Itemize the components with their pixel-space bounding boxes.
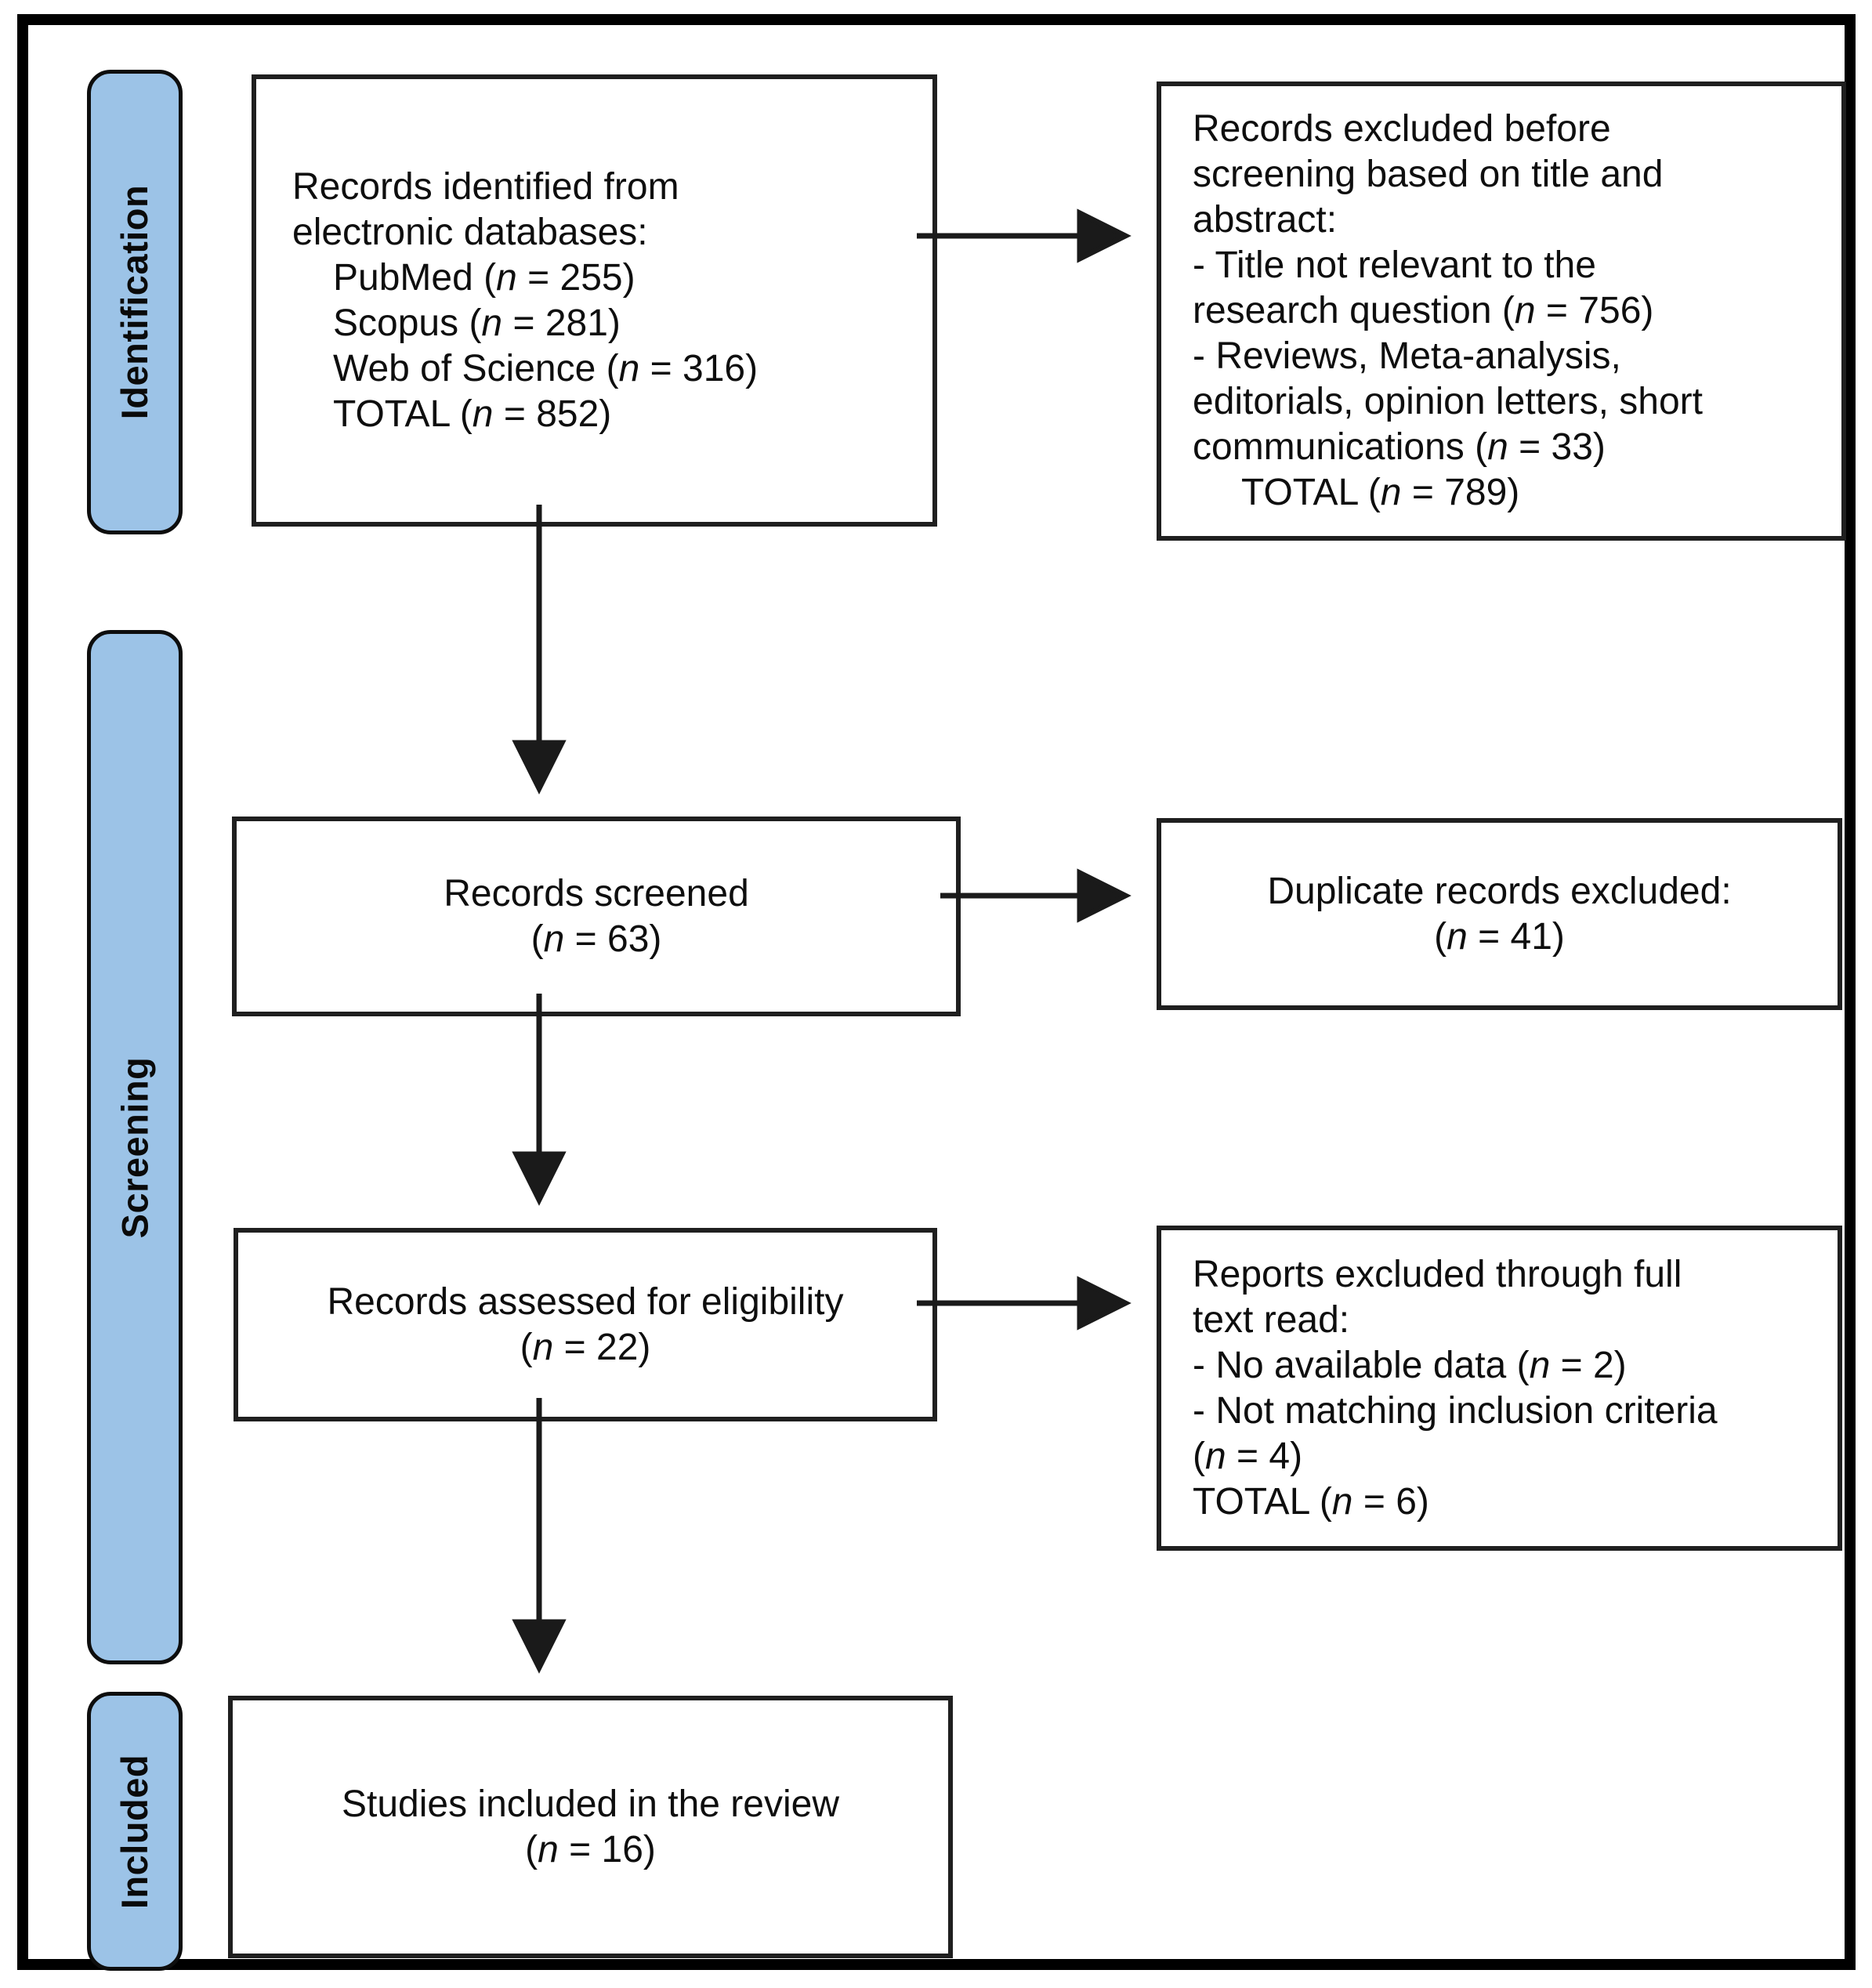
box-line: TOTAL (n = 6) <box>1193 1480 1429 1523</box>
box-line: editorials, opinion letters, short <box>1193 381 1703 422</box>
box-line: communications (n = 33) <box>1193 426 1606 468</box>
box-line: - Title not relevant to the <box>1193 244 1596 286</box>
box-assessed-eligibility: Records assessed for eligibility (n = 22… <box>234 1228 937 1421</box>
box-line: electronic databases: <box>292 211 648 253</box>
box-duplicates-excluded: Duplicate records excluded: (n = 41) <box>1157 818 1842 1010</box>
box-line: Reports excluded through full <box>1193 1253 1682 1295</box>
box-line: research question (n = 756) <box>1193 290 1654 331</box>
box-line: PubMed (n = 255) <box>333 256 635 299</box>
box-line: text read: <box>1193 1298 1350 1341</box>
stage-screening-label: Screening <box>114 1056 156 1238</box>
stage-included-label: Included <box>114 1754 156 1909</box>
stage-included: Included <box>87 1692 183 1971</box>
box-line: Studies included in the review <box>341 1783 840 1825</box>
box-line: screening based on title and <box>1193 154 1664 195</box>
stage-identification: Identification <box>87 70 183 534</box>
diagram-frame: Identification Screening Included Record… <box>17 14 1856 1971</box>
box-line: Records excluded before <box>1193 108 1611 150</box>
box-line: Records identified from <box>292 165 679 208</box>
box-line: Records screened <box>444 872 749 914</box>
box-excluded-before-screening: Records excluded before screening based … <box>1157 81 1846 541</box>
box-line: abstract: <box>1193 199 1338 241</box>
box-line: - No available data (n = 2) <box>1193 1344 1627 1386</box>
box-line: (n = 63) <box>530 918 662 960</box>
box-line: Scopus (n = 281) <box>333 302 621 344</box>
box-records-identified: Records identified from electronic datab… <box>252 74 937 527</box>
box-records-screened: Records screened (n = 63) <box>232 817 961 1016</box>
box-line: TOTAL (n = 852) <box>333 393 612 435</box>
box-line: TOTAL (n = 789) <box>1241 472 1520 513</box>
box-line: (n = 22) <box>520 1326 651 1368</box>
stage-identification-label: Identification <box>114 184 156 420</box>
box-line: Web of Science (n = 316) <box>333 347 759 389</box>
stage-screening: Screening <box>87 630 183 1664</box>
box-excluded-full-text: Reports excluded through full text read:… <box>1157 1226 1842 1551</box>
box-line: (n = 16) <box>525 1828 656 1870</box>
box-line: Records assessed for eligibility <box>327 1280 844 1323</box>
box-line: - Not matching inclusion criteria <box>1193 1389 1718 1432</box>
box-studies-included: Studies included in the review (n = 16) <box>228 1696 953 1958</box>
box-line: Duplicate records excluded: <box>1267 870 1732 912</box>
box-line: - Reviews, Meta-analysis, <box>1193 335 1621 377</box>
box-line: (n = 4) <box>1193 1435 1303 1477</box>
box-line: (n = 41) <box>1434 915 1565 958</box>
